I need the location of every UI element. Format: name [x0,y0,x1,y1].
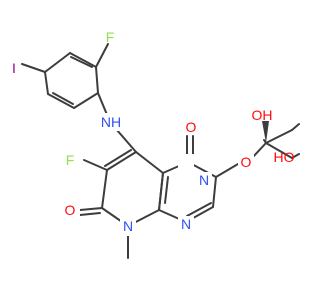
label-backdrop [120,218,136,236]
bond [83,159,108,171]
label-backdrop [178,216,194,234]
bond [101,169,108,209]
bond [212,176,217,208]
atom-label-ether-oxygen: O [241,154,252,170]
molecule-structure: I F NH F O N O OH HO O N N [12,29,300,259]
bond [44,52,71,73]
atom-label-carbonyl-oxygen-top: O [186,119,197,135]
label-backdrop [178,154,194,170]
atom-label-fluorine-ring: F [66,152,75,168]
bond [291,123,300,131]
bond [106,151,137,171]
bond [104,149,132,167]
bond [79,212,101,216]
atom-label-hydroxyl-primary: HO [274,149,295,165]
bond [95,43,109,68]
atom-label-iodine: I [12,60,16,76]
bond [265,129,293,144]
atom-label-hydroxyl-secondary: OH [252,107,273,123]
bond [291,153,300,159]
bond [158,172,164,211]
atom-label-nitrogen-8: N [123,218,133,234]
atom-label-carbonyl-oxygen-left: O [65,202,76,218]
bond [73,92,99,109]
bond [79,207,103,211]
bond [215,163,239,178]
bond [52,92,74,105]
atom-label-nitrogen-1: N [181,216,191,232]
bond [47,93,75,109]
label-backdrop [238,154,254,172]
bond [265,142,293,159]
atom-label-amine: NH [101,114,121,130]
atom-label-layer: I F NH F O N O OH HO O N N [12,29,295,236]
label-backdrop [196,172,212,188]
label-backdrop [62,202,80,220]
bond [70,56,93,68]
label-backdrop [62,151,78,169]
bond [186,202,212,217]
bond [135,151,164,174]
bond [21,63,46,73]
atom-label-fluorine-aryl: F [106,29,115,45]
bond [164,176,169,204]
bond [95,66,99,94]
bond [251,142,267,159]
wedge-bond [262,121,269,143]
bond [44,71,49,95]
atom-label-nitrogen-3: N [199,172,209,188]
bond [69,52,97,68]
label-backdrop [97,113,125,131]
